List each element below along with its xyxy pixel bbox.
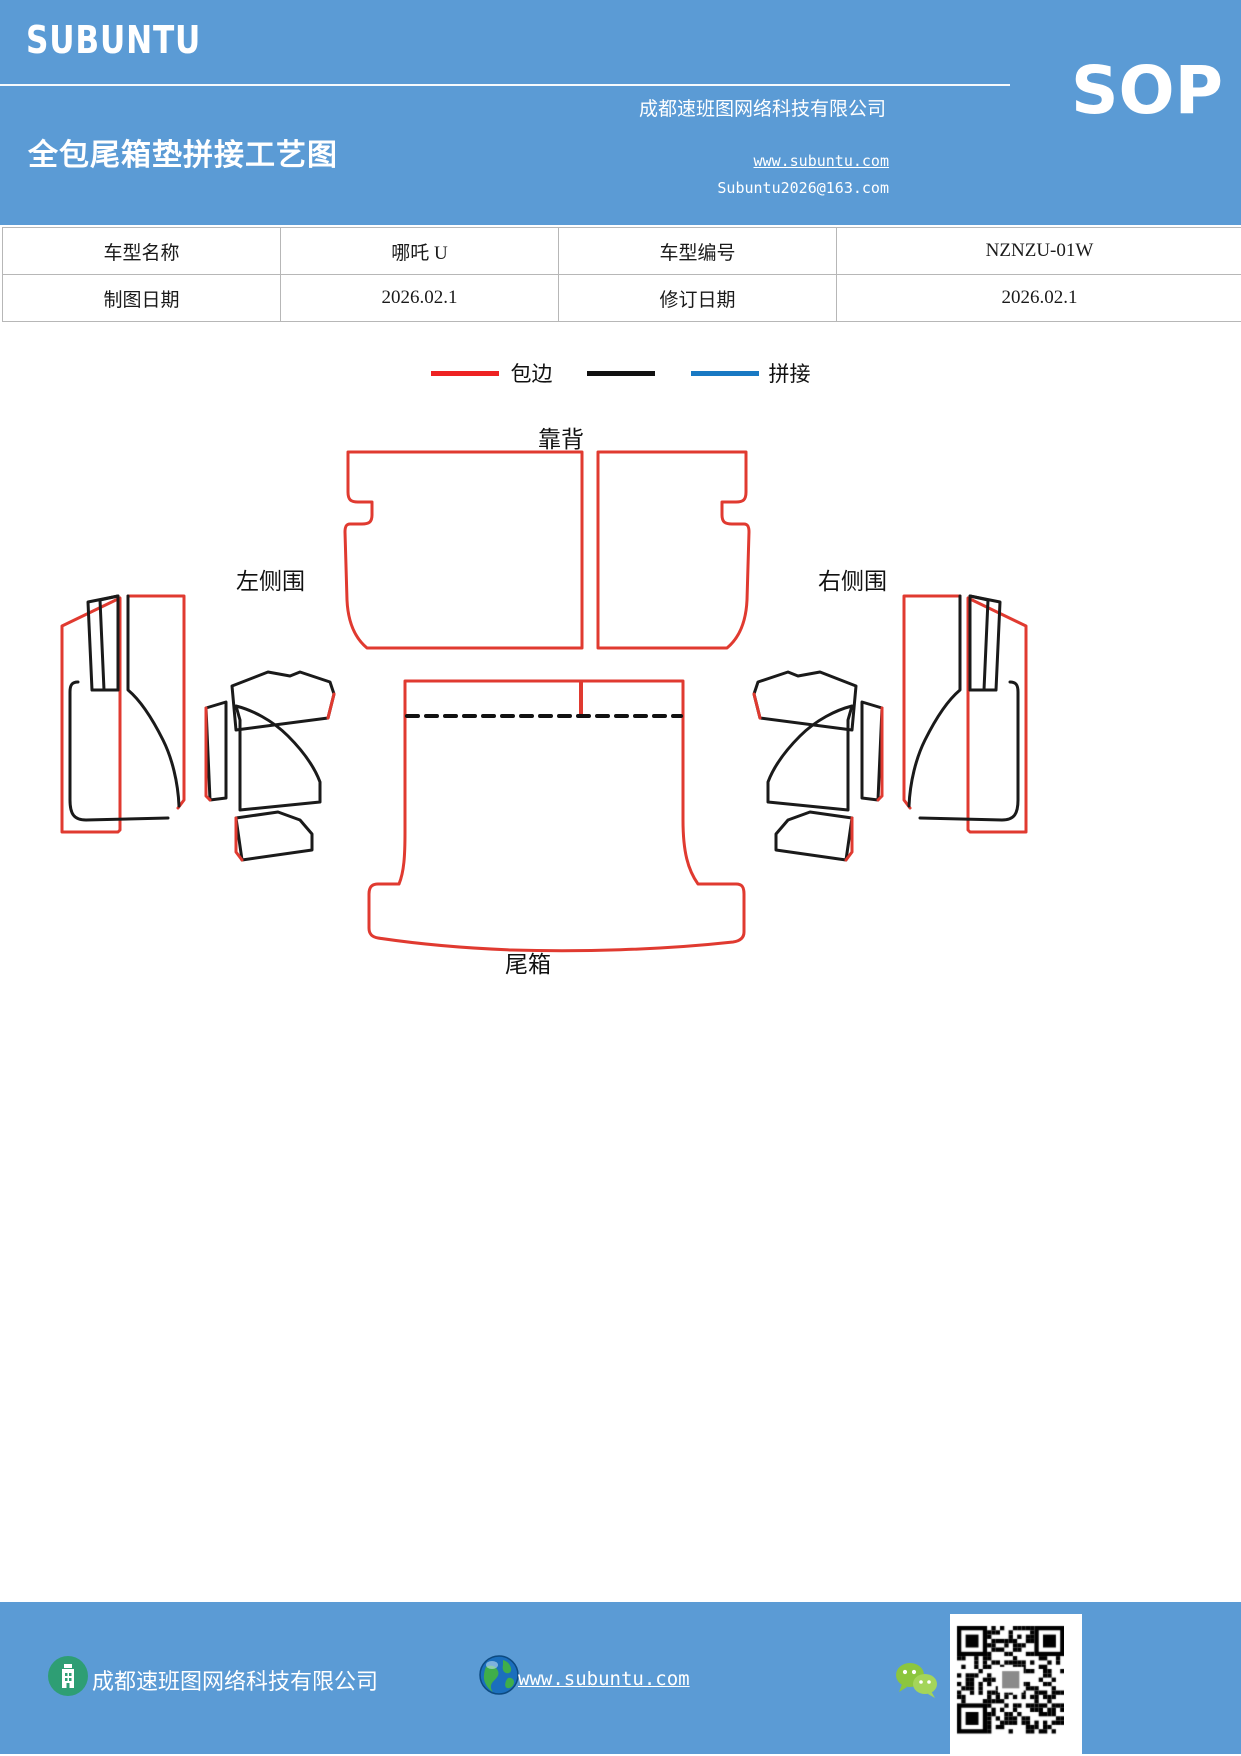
legend-label-binding: 包边 <box>511 358 553 388</box>
header-website-link[interactable]: www.subuntu.com <box>754 152 889 170</box>
label-model-name: 车型名称 <box>3 228 281 275</box>
right-side-piece-bottom <box>776 812 852 860</box>
wechat-glyph <box>893 1660 941 1700</box>
legend-item-binding: 包边 <box>431 358 587 388</box>
label-backrest: 靠背 <box>538 420 584 454</box>
label-draw-date: 制图日期 <box>3 275 281 322</box>
page-footer: 成都速班图网络科技有限公司 www.subuntu.com <box>0 1602 1241 1754</box>
document-title: 全包尾箱垫拼接工艺图 <box>28 130 338 174</box>
left-side-piece-upper-red-edge <box>328 694 334 718</box>
pattern-layout-svg <box>0 400 1241 1020</box>
footer-website-link[interactable]: www.subuntu.com <box>518 1668 690 1690</box>
legend: 包边 拼接 <box>0 358 1241 388</box>
sop-badge: SOP <box>1071 58 1223 124</box>
legend-label-splice: 拼接 <box>769 358 811 388</box>
qr-canvas <box>956 1620 1064 1738</box>
header-company-name: 成都速班图网络科技有限公司 <box>639 94 886 121</box>
right-side-piece-upper-red-edge <box>754 694 760 718</box>
label-trunk: 尾箱 <box>505 945 551 979</box>
page-header: SUBUNTU 全包尾箱垫拼接工艺图 成都速班图网络科技有限公司 www.sub… <box>0 0 1241 225</box>
trunk-mat-shape <box>369 681 744 951</box>
value-draw-date: 2026.02.1 <box>281 275 559 322</box>
value-model-code: NZNZU-01W <box>837 228 1241 275</box>
backrest-left-shape <box>345 452 582 648</box>
label-revision-date: 修订日期 <box>559 275 837 322</box>
header-divider <box>0 84 1010 86</box>
footer-company-name: 成都速班图网络科技有限公司 <box>92 1664 378 1696</box>
legend-swatch-red <box>431 371 499 376</box>
right-side-piece-mid <box>862 702 882 800</box>
backrest-right-shape <box>598 452 749 648</box>
legend-item-splice: 拼接 <box>587 358 811 388</box>
left-side-piece-upper <box>232 672 334 730</box>
value-revision-date: 2026.02.1 <box>837 275 1241 322</box>
globe-glyph <box>478 1654 520 1696</box>
right-side-piece-upper <box>754 672 856 730</box>
header-email: Subuntu2026@163.com <box>717 179 889 197</box>
qr-code <box>950 1614 1082 1756</box>
label-model-code: 车型编号 <box>559 228 837 275</box>
right-side-main-black-edge <box>909 596 960 806</box>
technical-drawing: 靠背 左侧围 右侧围 尾箱 <box>0 400 1241 1020</box>
left-side-piece-bottom <box>236 812 312 860</box>
legend-swatch-blue <box>691 371 759 376</box>
left-side-piece-mid <box>206 702 226 800</box>
brand-logo: SUBUNTU <box>26 18 201 62</box>
label-left-side: 左侧围 <box>236 562 305 596</box>
right-side-outer-black-2 <box>970 596 988 690</box>
building-glyph <box>57 1664 79 1688</box>
table-row: 车型名称 哪吒 U 车型编号 NZNZU-01W <box>3 228 1241 275</box>
wechat-icon <box>893 1660 941 1700</box>
value-model-name: 哪吒 U <box>281 228 559 275</box>
vehicle-info-table: 车型名称 哪吒 U 车型编号 NZNZU-01W 制图日期 2026.02.1 … <box>2 227 1241 322</box>
left-side-main-black-edge <box>128 596 179 806</box>
table-row: 制图日期 2026.02.1 修订日期 2026.02.1 <box>3 275 1241 322</box>
globe-icon <box>478 1654 520 1696</box>
legend-swatch-black <box>587 371 655 376</box>
label-right-side: 右侧围 <box>818 562 887 596</box>
left-side-outer-black-2 <box>100 596 118 690</box>
building-icon <box>48 1656 88 1696</box>
